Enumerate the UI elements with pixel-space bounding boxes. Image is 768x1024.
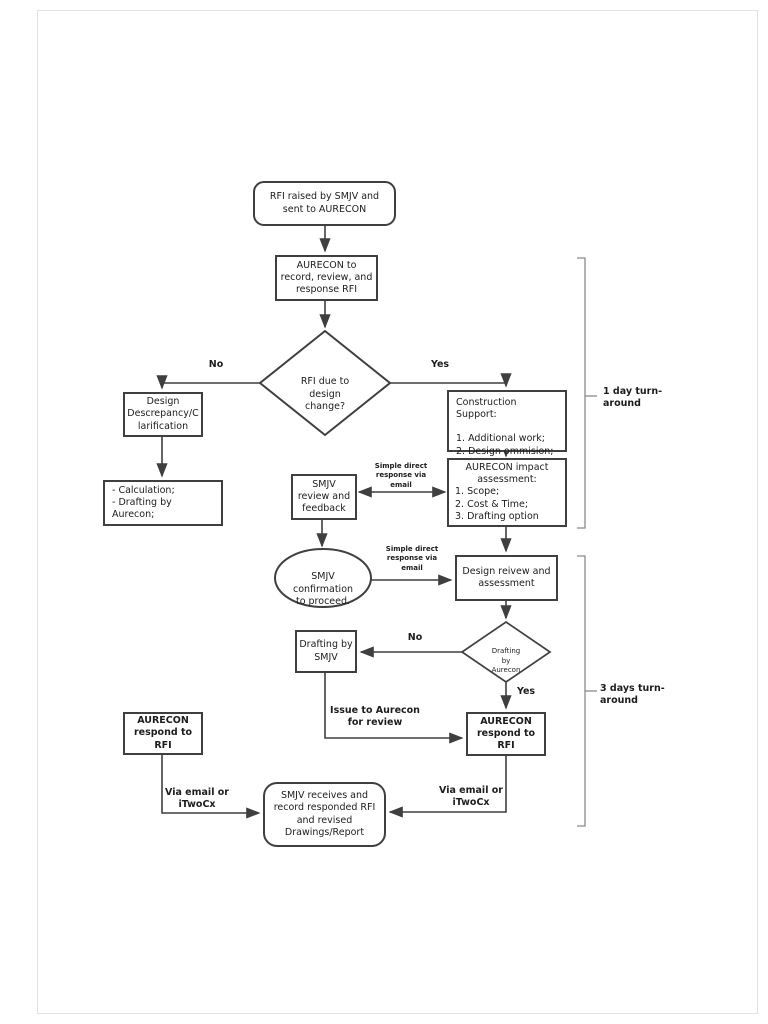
confirmation-ellipse bbox=[274, 548, 372, 608]
node-aurecon-impact-title: AURECON impact assessment: bbox=[465, 462, 549, 486]
arrow-no-branch bbox=[156, 375, 260, 390]
decision-drafting-diamond bbox=[460, 620, 552, 684]
label-simple-email-1: Simple direct response via email bbox=[374, 462, 428, 489]
decision-rfi-diamond bbox=[258, 329, 392, 437]
decision-rfi-text: RFI due to design change? bbox=[300, 376, 350, 413]
node-record-review-label: AURECON to record, review, and response … bbox=[280, 259, 373, 296]
node-respond-left: AURECON respond to RFI bbox=[123, 712, 203, 755]
node-record-review: AURECON to record, review, and response … bbox=[275, 255, 378, 301]
label-yes-2: Yes bbox=[516, 686, 536, 697]
label-via-email-right: Via email or iTwoCx bbox=[439, 785, 503, 808]
label-issue-to-aurecon: Issue to Aurecon for review bbox=[330, 705, 420, 728]
bracket-3days bbox=[577, 555, 586, 827]
confirmation-text: SMJV confirmation to proceed. bbox=[292, 571, 354, 608]
node-respond-right: AURECON respond to RFI bbox=[466, 712, 546, 756]
node-smjv-review: SMJV review and feedback bbox=[291, 474, 357, 520]
node-drafting-smjv-label: Drafting by SMJV bbox=[299, 639, 353, 663]
node-smjv-review-label: SMJV review and feedback bbox=[297, 478, 351, 515]
node-end-label: SMJV receives and record responded RFI a… bbox=[273, 790, 376, 838]
node-start: RFI raised by SMJV and sent to AURECON bbox=[253, 181, 396, 226]
arrow-draftingsmjv-to-respond bbox=[324, 673, 464, 744]
node-design-discrepancy-label: Design Descrepancy/C larification bbox=[127, 396, 199, 432]
label-simple-email-2: Simple direct response via email bbox=[385, 545, 439, 572]
label-yes-1: Yes bbox=[430, 359, 450, 370]
arrow-respondright-to-end bbox=[388, 756, 507, 818]
bracket-1day bbox=[577, 257, 586, 529]
arrow-yes-branch bbox=[390, 373, 512, 388]
node-end: SMJV receives and record responded RFI a… bbox=[263, 782, 386, 847]
node-design-review: Design reivew and assessment bbox=[455, 555, 558, 601]
node-calculation-drafting-label: - Calculation; - Drafting by Aurecon; bbox=[112, 484, 175, 521]
node-respond-right-label: AURECON respond to RFI bbox=[476, 715, 536, 752]
label-turnaround-3days: 3 days turn- around bbox=[600, 683, 665, 706]
node-respond-left-label: AURECON respond to RFI bbox=[133, 715, 193, 751]
node-construction-support-label: Construction Support: 1. Additional work… bbox=[456, 397, 554, 457]
node-design-review-label: Design reivew and assessment bbox=[462, 565, 551, 589]
decision-drafting-text: Drafting by Aurecon bbox=[491, 647, 521, 675]
label-via-email-left: Via email or iTwoCx bbox=[165, 787, 229, 810]
label-no-2: No bbox=[407, 632, 423, 643]
node-start-label: RFI raised by SMJV and sent to AURECON bbox=[269, 191, 380, 215]
node-construction-support: Construction Support: 1. Additional work… bbox=[447, 390, 567, 457]
arrow-respondleft-to-end bbox=[161, 755, 261, 819]
label-no-1: No bbox=[208, 359, 224, 370]
page-frame bbox=[37, 10, 758, 1014]
node-drafting-smjv: Drafting by SMJV bbox=[295, 630, 357, 673]
node-calculation-drafting: - Calculation; - Drafting by Aurecon; bbox=[103, 480, 223, 526]
node-design-discrepancy: Design Descrepancy/C larification bbox=[123, 392, 203, 437]
label-turnaround-1day: 1 day turn- around bbox=[603, 386, 663, 409]
node-aurecon-impact-items: 1. Scope; 2. Cost & Time; 3. Drafting op… bbox=[455, 486, 539, 522]
node-aurecon-impact: AURECON impact assessment: 1. Scope; 2. … bbox=[447, 458, 567, 527]
